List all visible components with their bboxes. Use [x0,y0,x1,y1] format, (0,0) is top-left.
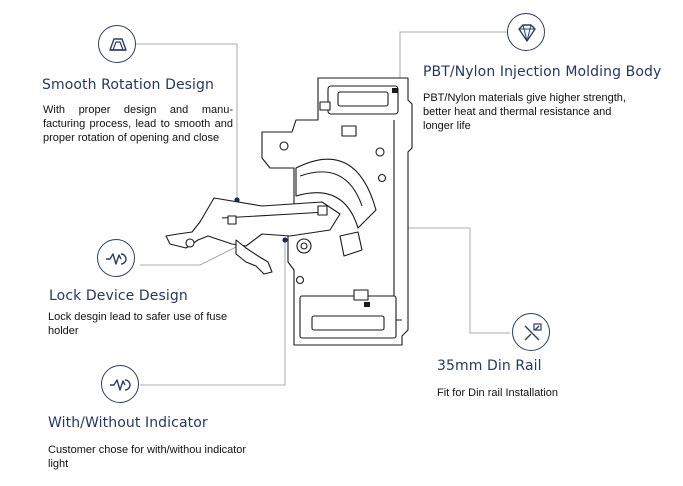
pivot-pin-center [300,242,308,250]
injection-molding-title: PBT/Nylon Injection Molding Body [423,64,662,80]
din-rail-desc: Fit for Din rail Installation [437,387,559,399]
indicator-title: With/Without Indicator [48,415,208,431]
body-hole-3 [295,275,305,285]
din-rail-title: 35mm Din Rail [437,358,542,374]
rotor-arc [295,158,377,229]
injection-molding-desc: PBT/Nylon materials give higher strength… [423,92,626,132]
leader-line-din-rail [403,227,510,334]
base-slot [311,315,385,331]
latch-block [339,231,363,257]
smooth-rotation-desc: With proper design and manu-facturing pr… [43,104,233,144]
smooth-rotation-title: Smooth Rotation Design [42,77,215,93]
lever-hinge [185,238,195,248]
rotation-shield-icon [98,25,136,63]
leader-line-indicator [140,240,286,386]
diamond-icon [507,13,545,51]
indicator-wave-icon [101,365,139,403]
body-hole-2 [377,173,387,183]
accent-1 [392,88,398,93]
dark-accents [364,88,398,307]
indicator-lens [319,101,331,111]
leader-dot-indicator [282,237,288,243]
lock-device-desc: Lock desgin lead to safer use of fuse ho… [48,311,228,337]
body-hole-4 [279,141,289,151]
leader-line-smooth-rotation [136,43,238,200]
base-clip [353,289,369,301]
body-hole-1 [375,147,385,157]
leader-lines [136,31,510,386]
lock-device-title: Lock Device Design [49,288,188,304]
lever-clip [317,205,328,216]
top-window [337,91,389,107]
accent-2 [364,302,370,307]
fuse-holder-drawing [165,77,413,346]
rotor-arc-inner [299,171,363,207]
leader-line-injection-molding [399,31,508,85]
leader-line-lock-device [140,239,251,266]
lever-window [227,215,237,225]
lever-edge [221,211,327,219]
indicator-desc: Customer chose for with/withou indicator… [48,444,247,470]
lock-hook [235,239,273,275]
fuse-carrier-lever [165,197,341,249]
lock-wave-icon [97,239,135,277]
din-rail-icon [512,313,550,351]
indicator-window [341,125,357,137]
